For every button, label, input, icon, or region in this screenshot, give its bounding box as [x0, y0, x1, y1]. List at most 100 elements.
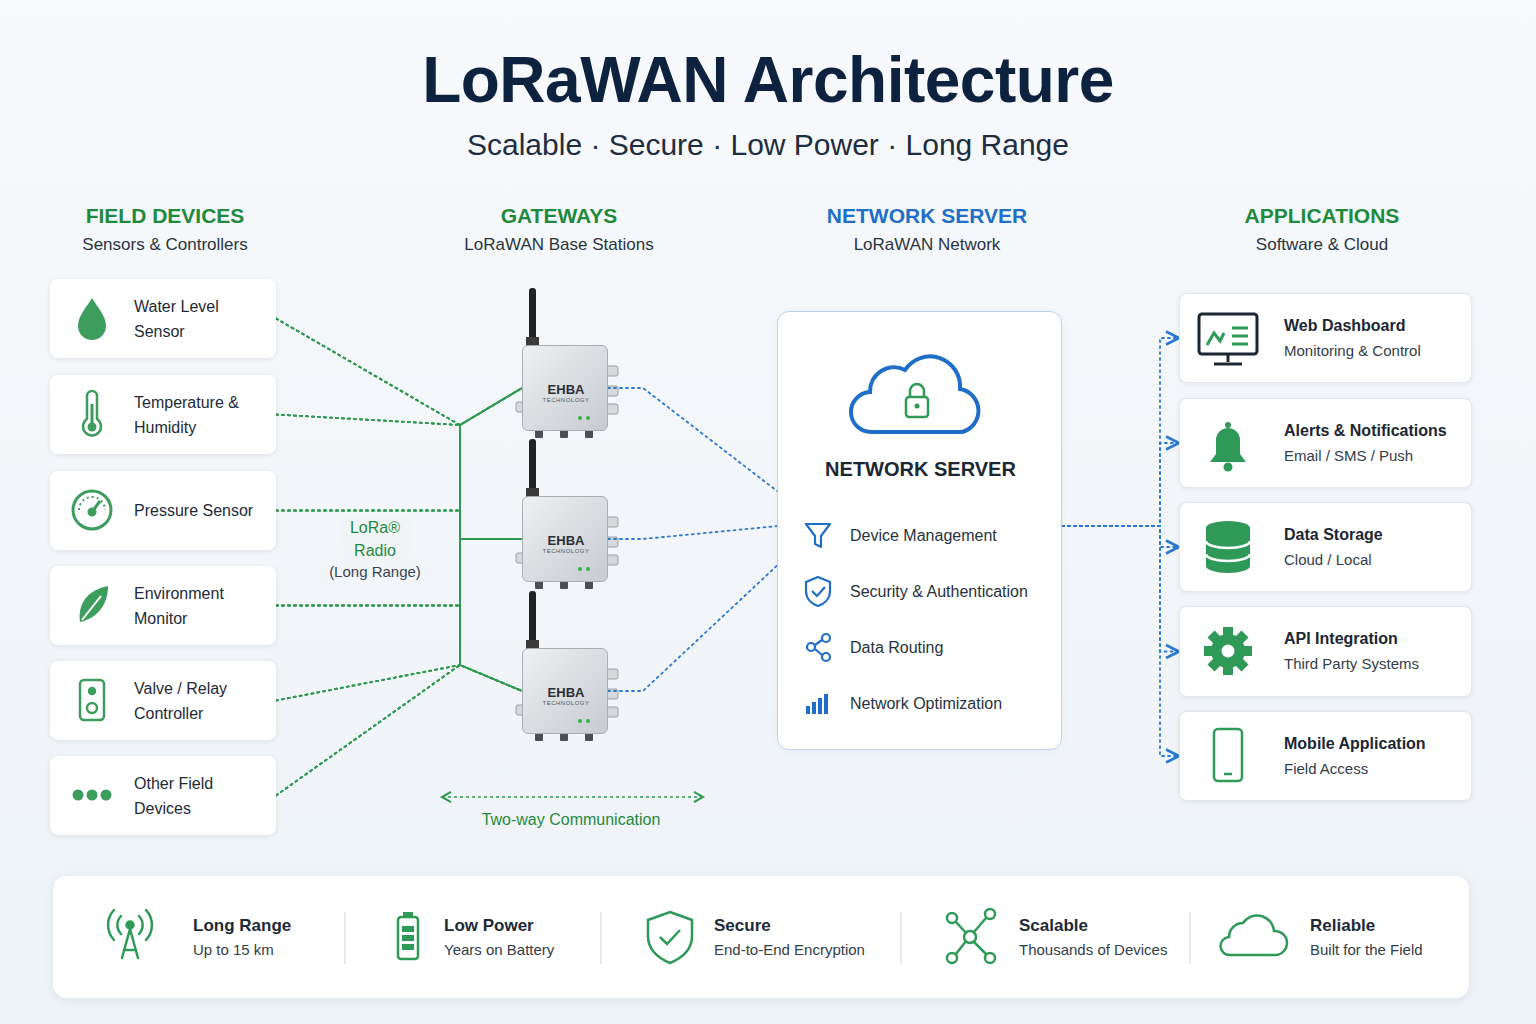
- network-icon: [974, 942, 986, 954]
- gauge-icon: [73, 491, 111, 529]
- more-dots-icon: [101, 790, 112, 801]
- cloud-lock-icon: [915, 404, 920, 409]
- gateway-led: [578, 416, 582, 420]
- column-subheading: Sensors & Controllers: [15, 234, 315, 255]
- gateway-box: EHBATECHNOLOGY: [522, 496, 608, 582]
- gateway-led: [586, 719, 590, 723]
- battery-icon: [398, 912, 418, 959]
- link-line: [276, 319, 522, 692]
- gateway-led: [586, 416, 590, 420]
- network-icon: [947, 909, 995, 963]
- feature-text: End-to-End Encryption: [714, 941, 894, 960]
- link-line: [276, 388, 522, 796]
- network-icon: [964, 931, 976, 943]
- leaf-icon: [82, 596, 101, 620]
- device-name: Environment Monitor: [134, 581, 264, 631]
- battery-icon: [398, 917, 418, 959]
- feature-title: Reliable: [1310, 915, 1460, 936]
- gear-icon: [1223, 627, 1233, 675]
- database-icon: [1206, 559, 1250, 573]
- database-icon: [1206, 541, 1250, 548]
- link-line: [276, 539, 522, 796]
- server-function: Security & Authentication: [850, 582, 1055, 602]
- water-drop-icon: [78, 298, 106, 340]
- monitor-icon: [1199, 314, 1257, 354]
- link-line: [276, 511, 522, 692]
- cloud-lock-icon: [906, 397, 928, 417]
- gateway-antenna: [529, 439, 536, 491]
- link-line: [608, 388, 777, 491]
- bars-icon: [818, 698, 822, 714]
- link-line: [276, 665, 522, 796]
- antenna-icon: [108, 910, 152, 958]
- phone-icon: [1214, 729, 1242, 781]
- bell-icon: [1210, 422, 1246, 472]
- server-function: Network Optimization: [850, 694, 1055, 714]
- thermometer-icon: [88, 423, 97, 432]
- gear-icon: [1204, 646, 1252, 656]
- network-icon: [956, 922, 966, 933]
- application-card: API IntegrationThird Party Systems: [1179, 606, 1472, 697]
- device-card: Environment Monitor: [50, 566, 276, 645]
- database-icon: [1206, 521, 1250, 535]
- feature-text: Thousands of Devices: [1019, 941, 1184, 960]
- gauge-icon: [73, 491, 111, 529]
- gateway-led: [586, 567, 590, 571]
- more-dots-icon: [73, 790, 84, 801]
- shield-check-icon: [660, 930, 680, 944]
- link-line: [276, 388, 522, 511]
- gear-icon: [1204, 627, 1252, 675]
- feature-title: Scalable: [1019, 915, 1184, 936]
- gateway-led: [578, 416, 590, 723]
- link-note: Two-way Communication: [441, 810, 701, 830]
- monitor-icon: [1232, 327, 1248, 330]
- gateway-box: EHBATECHNOLOGY: [522, 345, 608, 431]
- shield-icon: [806, 577, 830, 606]
- gateway-hardware: [516, 288, 618, 741]
- share-icon: [815, 640, 822, 645]
- band-divider: [600, 912, 602, 964]
- link-line: [276, 388, 522, 606]
- band-divider: [344, 912, 346, 964]
- link-line: [276, 606, 522, 692]
- two-way-arrow: [442, 796, 703, 798]
- gateway-connector: [560, 430, 568, 438]
- column-heading: NETWORK SERVER: [777, 203, 1077, 229]
- link-line: [1062, 526, 1179, 547]
- gateway-led: [578, 567, 582, 571]
- monitor-icon: [1227, 354, 1230, 362]
- bars-icon: [812, 702, 816, 714]
- share-icon: [815, 649, 822, 655]
- column-heading: FIELD DEVICES: [15, 203, 315, 229]
- gear-icon: [1207, 630, 1248, 671]
- gauge-icon: [79, 497, 105, 510]
- gateway-connector: [535, 430, 543, 438]
- database-icon: [1206, 554, 1250, 561]
- battery-icon: [403, 912, 413, 917]
- monitor-icon: [1232, 335, 1248, 338]
- network-icon: [985, 953, 995, 963]
- column-heading: GATEWAYS: [409, 203, 709, 229]
- feature-title: Secure: [714, 915, 894, 936]
- app-detail: Cloud / Local: [1284, 551, 1464, 570]
- monitor-icon: [1199, 314, 1257, 364]
- antenna-icon: [122, 929, 138, 958]
- link-line: [276, 319, 522, 540]
- antenna-icon: [117, 916, 142, 934]
- feature-text: Built for the Field: [1310, 941, 1460, 960]
- server-title: NETWORK SERVER: [778, 457, 1063, 482]
- bars-icon: [806, 706, 810, 714]
- cloud-icon: [1221, 916, 1288, 955]
- water-drop-icon: [78, 298, 106, 340]
- battery-icon: [402, 935, 414, 941]
- app-title: Web Dashboard: [1284, 316, 1464, 336]
- gateway-antenna: [529, 591, 536, 643]
- cloud-icon: [1221, 916, 1288, 955]
- feature-text: Years on Battery: [444, 941, 594, 960]
- gear-icon: [1211, 634, 1245, 668]
- app-detail: Third Party Systems: [1284, 655, 1464, 674]
- column-subheading: LoRaWAN Base Stations: [409, 234, 709, 255]
- application-card: Mobile ApplicationField Access: [1179, 711, 1472, 801]
- feature-title: Long Range: [193, 915, 343, 936]
